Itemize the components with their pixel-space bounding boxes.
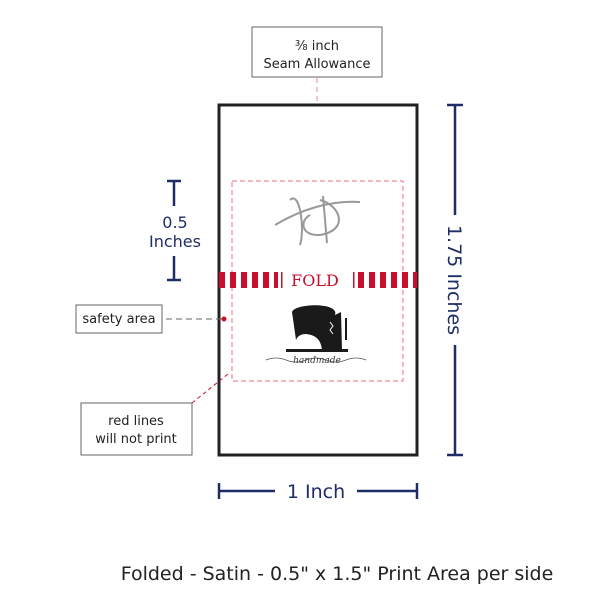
height-dimension	[447, 103, 463, 457]
safety-pointer-dot	[221, 316, 227, 322]
seam-allowance-line2: Seam Allowance	[263, 57, 370, 72]
red-lines-pointer	[191, 373, 229, 404]
seam-allowance-box	[251, 26, 383, 78]
logo-monogram	[274, 195, 361, 246]
height-label: 1.75 Inches	[443, 225, 465, 335]
fold-height-label-2: Inches	[149, 232, 201, 251]
width-label: 1 Inch	[287, 481, 345, 503]
fold-text: FOLD	[291, 271, 339, 290]
seam-allowance-line1: ⅜ inch	[295, 39, 339, 54]
fold-height-dimension	[167, 179, 181, 282]
sewing-machine-icon	[286, 305, 348, 352]
width-dimension	[217, 483, 419, 499]
red-lines-callout-1: red lines	[108, 414, 164, 429]
safety-area-callout-box	[75, 304, 163, 334]
red-lines-callout-box	[80, 402, 193, 456]
fold-stripes-right	[353, 272, 417, 288]
caption: Folded - Satin - 0.5" x 1.5" Print Area …	[121, 563, 554, 585]
fold-stripes-left	[219, 272, 283, 288]
fold-height-label-1: 0.5	[162, 213, 187, 232]
handmade-flourish	[265, 357, 367, 363]
safety-area-callout: safety area	[82, 312, 155, 327]
red-lines-callout-2: will not print	[95, 432, 177, 447]
handmade-text: handmade	[293, 356, 341, 366]
